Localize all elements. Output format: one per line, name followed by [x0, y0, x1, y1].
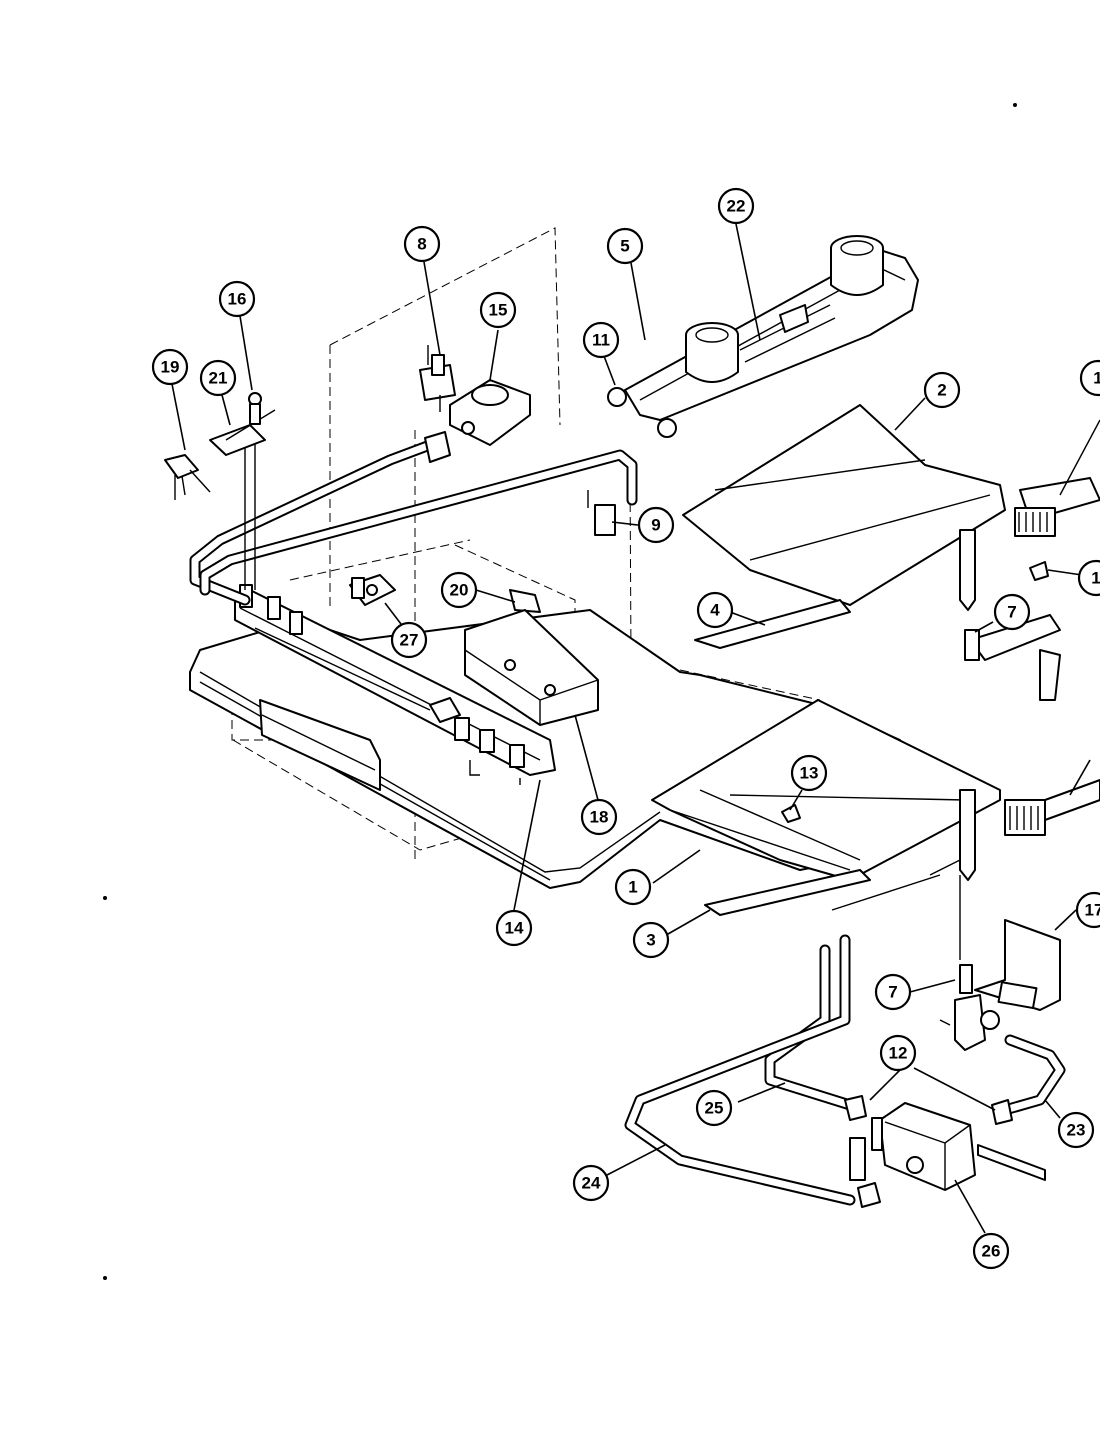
right-burner-cap	[1004, 779, 1100, 836]
leader-lines	[171, 223, 1091, 1234]
support-bar-upper	[694, 599, 851, 649]
callout-5: 5	[606, 227, 644, 265]
callout-13: 13	[790, 754, 828, 792]
callout-21: 21	[199, 359, 237, 397]
gas-tubes	[189, 430, 638, 606]
callout-2: 2	[923, 371, 961, 409]
svg-text:22: 22	[727, 197, 746, 216]
svg-text:1: 1	[1093, 369, 1100, 388]
callout-7-upper: 7	[993, 593, 1031, 631]
callouts: 1 2 3 4 5 7 7 8 9 11 12 13 14 15 16	[151, 187, 1100, 1270]
callout-20: 20	[440, 571, 478, 609]
svg-text:9: 9	[651, 516, 660, 535]
svg-text:1: 1	[628, 878, 637, 897]
callout-15: 15	[479, 291, 517, 329]
svg-text:7: 7	[1007, 603, 1016, 622]
callout-9: 9	[637, 506, 675, 544]
callout-23: 23	[1057, 1111, 1095, 1149]
callout-18: 18	[580, 798, 618, 836]
rear-burner-tray	[607, 235, 919, 438]
svg-text:14: 14	[505, 919, 524, 938]
right-bracket	[1014, 419, 1100, 581]
upper-deflector	[682, 404, 1006, 611]
callout-16: 16	[218, 280, 256, 318]
svg-text:27: 27	[400, 631, 419, 650]
svg-text:19: 19	[161, 358, 180, 377]
callout-22: 22	[717, 187, 755, 225]
manifold-bar	[234, 584, 556, 791]
callout-12: 12	[879, 1034, 917, 1072]
svg-text:25: 25	[705, 1099, 724, 1118]
callout-14: 14	[495, 909, 533, 947]
callout-27: 27	[390, 621, 428, 659]
valve-bracket	[954, 919, 1061, 1051]
svg-text:7: 7	[888, 983, 897, 1002]
callout-25: 25	[695, 1089, 733, 1127]
svg-text:8: 8	[417, 235, 426, 254]
svg-text:24: 24	[582, 1174, 601, 1193]
svg-text:21: 21	[209, 369, 228, 388]
svg-text:5: 5	[620, 237, 629, 256]
callout-11: 11	[582, 321, 620, 359]
callout-24: 24	[572, 1164, 610, 1202]
svg-text:11: 11	[592, 331, 610, 350]
callout-17: 17	[1075, 891, 1100, 929]
callout-8: 8	[403, 225, 441, 263]
svg-text:18: 18	[590, 808, 609, 827]
igniter-switch	[349, 574, 396, 606]
svg-text:16: 16	[228, 290, 247, 309]
lower-deflector	[651, 699, 1001, 881]
fasteners	[103, 103, 1017, 1280]
support-bar-lower	[704, 869, 871, 916]
callout-1-edge-top: 1	[1077, 559, 1100, 597]
svg-text:1: 1	[1091, 569, 1100, 588]
callout-4: 4	[696, 591, 734, 629]
callout-26: 26	[972, 1232, 1010, 1270]
lower-gas-tubes	[624, 859, 1066, 1208]
svg-text:4: 4	[710, 601, 720, 620]
callout-1: 1	[614, 868, 652, 906]
callout-7-lower: 7	[874, 973, 912, 1011]
svg-text:13: 13	[800, 764, 819, 783]
svg-text:20: 20	[450, 581, 469, 600]
spark-module	[849, 1102, 1046, 1191]
callout-19: 19	[151, 348, 189, 386]
svg-text:12: 12	[889, 1044, 908, 1063]
svg-text:17: 17	[1085, 901, 1100, 920]
svg-text:15: 15	[489, 301, 508, 320]
regulator-assembly	[419, 345, 531, 446]
svg-text:2: 2	[937, 381, 946, 400]
callout-1-edge-mid: 1	[1079, 359, 1100, 397]
svg-text:26: 26	[982, 1242, 1001, 1261]
svg-text:3: 3	[646, 931, 655, 950]
svg-text:23: 23	[1067, 1121, 1086, 1140]
spark-switch-assembly	[164, 392, 276, 500]
callout-3: 3	[632, 921, 670, 959]
